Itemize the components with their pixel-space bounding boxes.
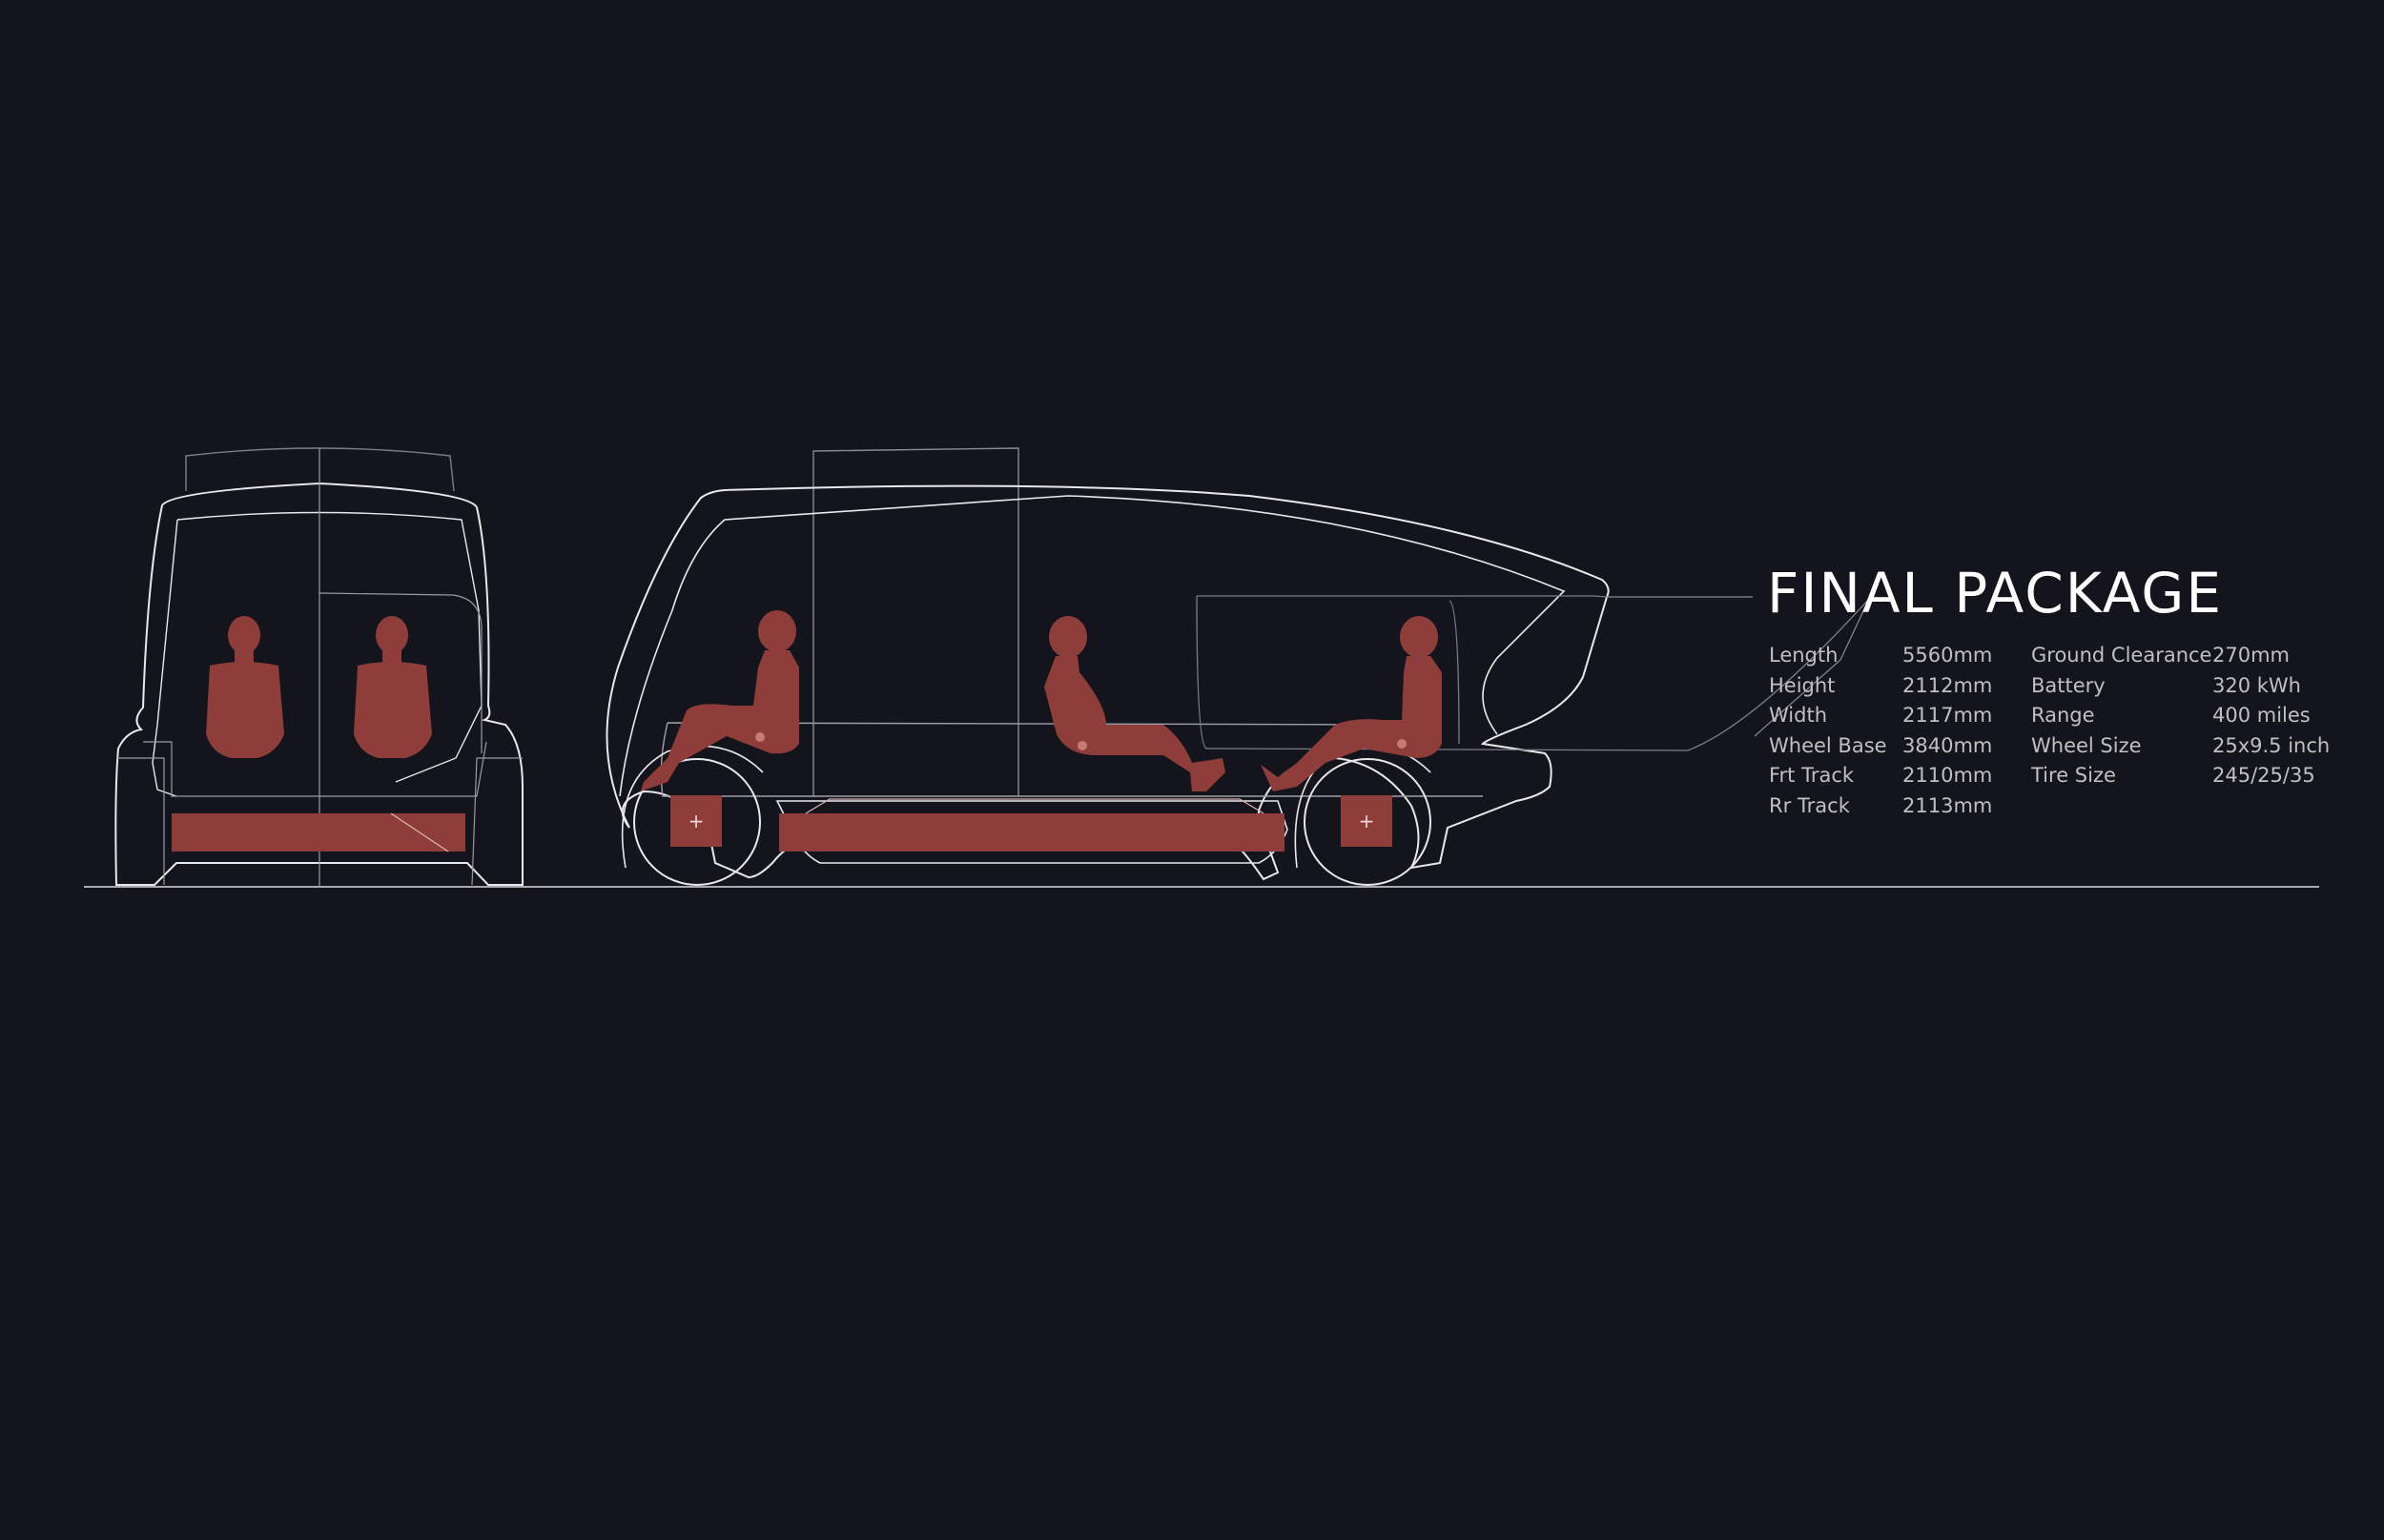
- front-sill: [116, 757, 523, 886]
- spec-value: 2112mm: [1902, 673, 1993, 697]
- spec-label: Wheel Size: [2031, 733, 2142, 757]
- front-cabin-lines: [143, 592, 487, 797]
- spec-value: 400 miles: [2212, 704, 2311, 727]
- page-title: FINAL PACKAGE: [1767, 561, 2223, 626]
- driver-occupant: [641, 610, 799, 791]
- spec-value: 5560mm: [1902, 644, 1993, 667]
- front-battery: [172, 813, 465, 852]
- front-window: [152, 511, 483, 797]
- spec-value: 2110mm: [1902, 764, 1993, 787]
- specs-left-values: 5560mm 2112mm 2117mm 3840mm 2110mm 2113m…: [1902, 641, 1992, 821]
- specs-left-labels: Length Height Width Wheel Base Frt Track…: [1769, 641, 1887, 821]
- spec-label: Battery: [2031, 673, 2106, 697]
- spec-label: Height: [1769, 673, 1836, 697]
- spec-label: Tire Size: [2031, 764, 2116, 787]
- spec-label: Range: [2031, 704, 2095, 727]
- svg-text:+: +: [688, 810, 705, 832]
- rear-occupant: [1261, 616, 1442, 791]
- side-tail-window: [1196, 595, 1870, 751]
- rear-wheel: [1304, 758, 1431, 886]
- spec-label: Width: [1769, 704, 1828, 727]
- spec-value: 270mm: [2212, 644, 2290, 667]
- spec-leader-line: [1607, 596, 1870, 737]
- specs-right-labels: Ground Clearance Battery Range Wheel Siz…: [2031, 641, 2211, 791]
- front-wheel: [633, 758, 761, 886]
- spec-value: 2117mm: [1902, 704, 1993, 727]
- side-roof-box: [812, 447, 1019, 796]
- spec-value: 2113mm: [1902, 793, 1993, 817]
- spec-label: Length: [1769, 644, 1839, 667]
- svg-text:+: +: [1359, 810, 1375, 832]
- middle-occupant: [1044, 616, 1225, 791]
- front-body-outline: [114, 482, 524, 886]
- specs-right-values: 270mm 320 kWh 400 miles 25x9.5 inch 245/…: [2212, 641, 2330, 791]
- side-greenhouse: [619, 495, 1566, 797]
- front-occupant-right: [354, 616, 432, 758]
- spec-label: Ground Clearance: [2031, 644, 2212, 667]
- front-roof-box: [185, 447, 455, 492]
- front-view: [114, 447, 524, 887]
- front-occupant-left: [206, 616, 284, 758]
- spec-value: 320 kWh: [2212, 673, 2301, 697]
- spec-label: Rr Track: [1769, 793, 1850, 817]
- spec-value: 25x9.5 inch: [2212, 733, 2331, 757]
- spec-value: 245/25/35: [2212, 764, 2315, 787]
- side-powertrain: + +: [670, 795, 1392, 852]
- front-wheel-arch: [621, 745, 764, 869]
- spec-value: 3840mm: [1902, 733, 1993, 757]
- spec-label: Frt Track: [1769, 764, 1855, 787]
- front-motor: [670, 795, 722, 847]
- rear-motor: [1341, 795, 1392, 847]
- side-battery: [779, 813, 1284, 852]
- spec-label: Wheel Base: [1769, 733, 1887, 757]
